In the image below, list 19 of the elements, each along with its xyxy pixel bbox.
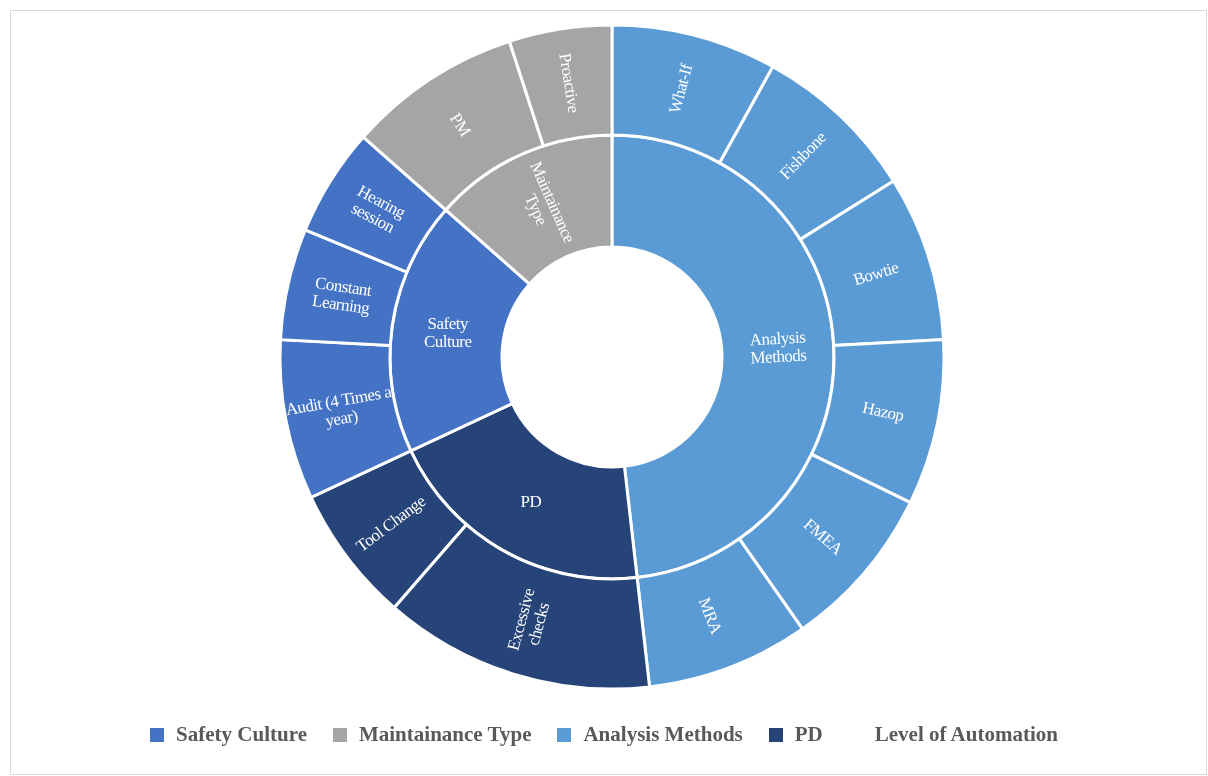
segment-label: Safety Culture — [422, 315, 473, 351]
segment-label: Hazop — [860, 397, 907, 428]
segment-label: Bowtie — [850, 256, 902, 292]
segment-label: Constant Learning — [309, 272, 374, 319]
segment-label: Excessive checks — [502, 584, 554, 655]
legend-label: PD — [794, 722, 823, 747]
legend-label: Level of Automation — [874, 722, 1058, 747]
segment-label: PD — [519, 492, 543, 511]
legend-label: Analysis Methods — [583, 722, 743, 747]
legend-label: Maintainance Type — [358, 722, 532, 747]
outer-ring-segment — [507, 23, 614, 148]
outer-ring-segment — [278, 338, 413, 499]
segment-label: What-If — [664, 60, 698, 118]
legend-label: Safety Culture — [176, 722, 307, 747]
segment-label: PM — [445, 108, 476, 143]
segment-label: MRA — [694, 594, 728, 639]
segment-label: Proactive — [554, 51, 585, 117]
segment-label: Analysis Methods — [748, 327, 808, 368]
segment-label: Audit (4 Times a year) — [283, 381, 394, 433]
